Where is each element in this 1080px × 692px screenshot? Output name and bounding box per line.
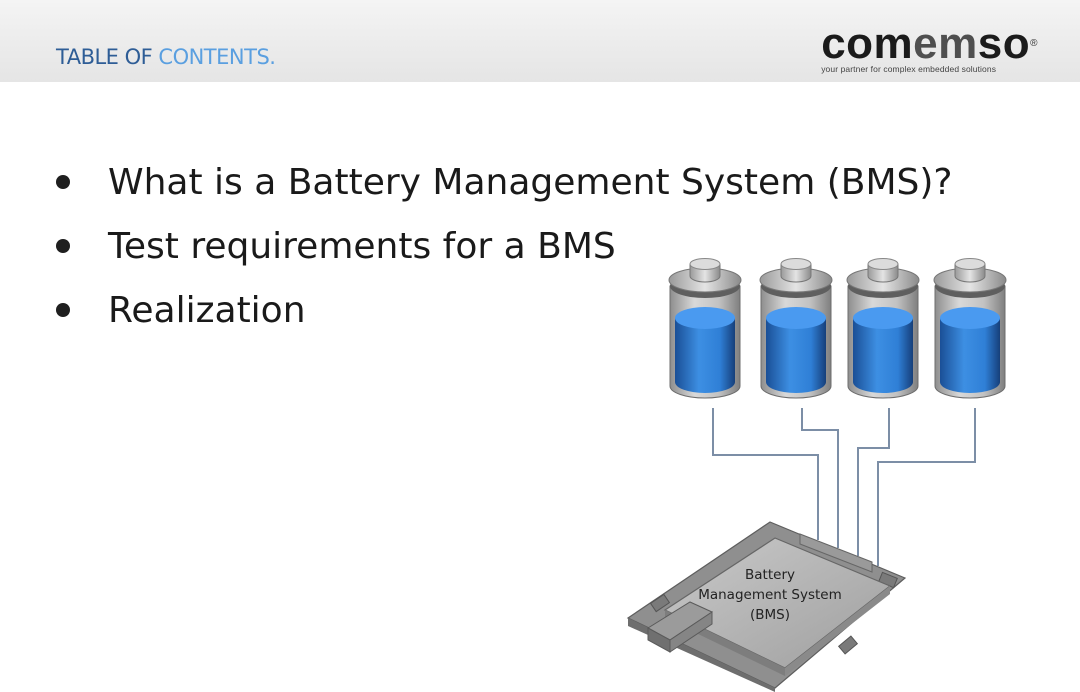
bms-label-line: (BMS) (749, 607, 790, 623)
bullet-text: What is a Battery Management System (BMS… (108, 161, 953, 203)
bms-board-icon (626, 521, 907, 692)
slide-title-part2: CONTENTS. (158, 45, 276, 69)
bullet-item: Test requirements for a BMS (56, 214, 953, 278)
bms-label-line: Management System (698, 587, 842, 603)
battery-icon (933, 258, 1007, 399)
slide-header: TABLE OF CONTENTS. comemso® your partner… (0, 0, 1080, 82)
bms-label-line: Battery (745, 567, 795, 583)
wires (712, 408, 976, 566)
bullet-item: What is a Battery Management System (BMS… (56, 150, 953, 214)
bullet-text: Realization (108, 289, 306, 331)
company-logo: comemso® your partner for complex embedd… (821, 19, 1038, 75)
slide-title-part1: TABLE OF (56, 45, 159, 69)
logo-wordmark: comemso® (821, 19, 1038, 68)
battery-icon (846, 258, 920, 399)
battery-icon (668, 258, 742, 399)
bullet-dot-icon (56, 303, 70, 317)
bullet-dot-icon (56, 175, 70, 189)
bullet-item: Realization (56, 278, 953, 342)
battery-icon (759, 258, 833, 399)
slide-title: TABLE OF CONTENTS. (56, 45, 276, 69)
bullet-dot-icon (56, 239, 70, 253)
logo-tagline: your partner for complex embedded soluti… (821, 64, 997, 74)
bullet-text: Test requirements for a BMS (108, 225, 616, 267)
bullet-list: What is a Battery Management System (BMS… (56, 150, 953, 342)
bms-label: Battery Management System (BMS) (690, 565, 850, 625)
